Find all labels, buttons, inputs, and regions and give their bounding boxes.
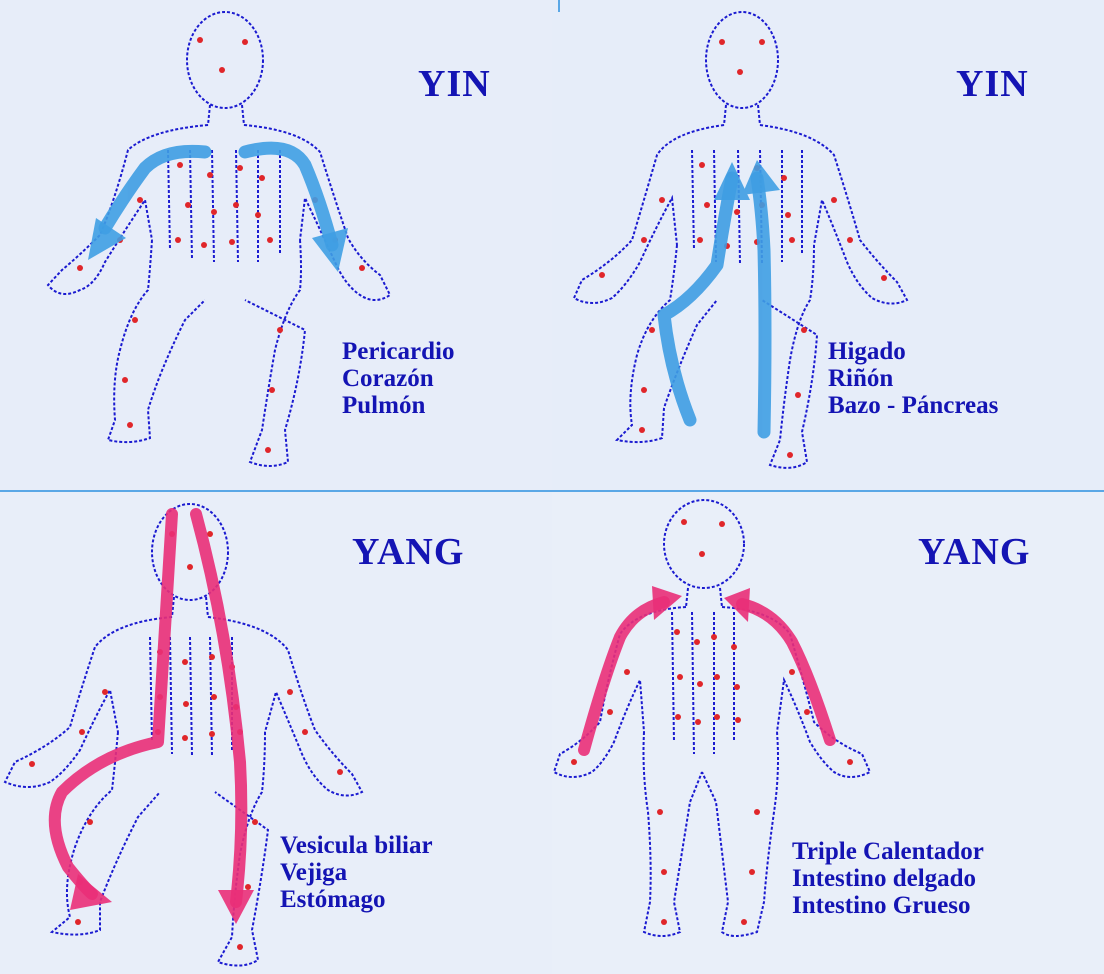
organ-label: Intestino Grueso [792,892,984,919]
body-figure-back [0,492,552,974]
organ-label: Pulmón [342,392,454,419]
organ-label: Higado [828,338,998,365]
horizontal-divider [0,490,1104,492]
heading-yin-top-right: YIN [956,62,1029,106]
panel-yang-arms-back: YANG Triple Calentador Intestino delgado… [552,492,1104,974]
organ-label: Triple Calentador [792,838,984,865]
panel-yang-legs-back: YANG Vesicula biliar Vejiga Estómago [0,492,552,974]
organ-list-bottom-left: Vesicula biliar Vejiga Estómago [280,832,433,913]
heading-yang-bottom-left: YANG [352,530,464,574]
organ-label: Pericardio [342,338,454,365]
organ-label: Intestino delgado [792,865,984,892]
organ-label: Bazo - Páncreas [828,392,998,419]
organ-list-top-right: Higado Riñón Bazo - Páncreas [828,338,998,419]
organ-label: Vejiga [280,859,433,886]
organ-label: Corazón [342,365,454,392]
heading-yin-top-left: YIN [418,62,491,106]
organ-label: Vesicula biliar [280,832,433,859]
panel-yin-legs-front: YIN Higado Riñón Bazo - Páncreas [552,0,1104,492]
vertical-divider-tick [558,0,560,12]
panel-yin-arms-front: YIN Pericardio Corazón Pulmón [0,0,552,492]
organ-list-top-left: Pericardio Corazón Pulmón [342,338,454,419]
organ-label: Riñón [828,365,998,392]
heading-yang-bottom-right: YANG [918,530,1030,574]
organ-label: Estómago [280,886,433,913]
organ-list-bottom-right: Triple Calentador Intestino delgado Inte… [792,838,984,919]
